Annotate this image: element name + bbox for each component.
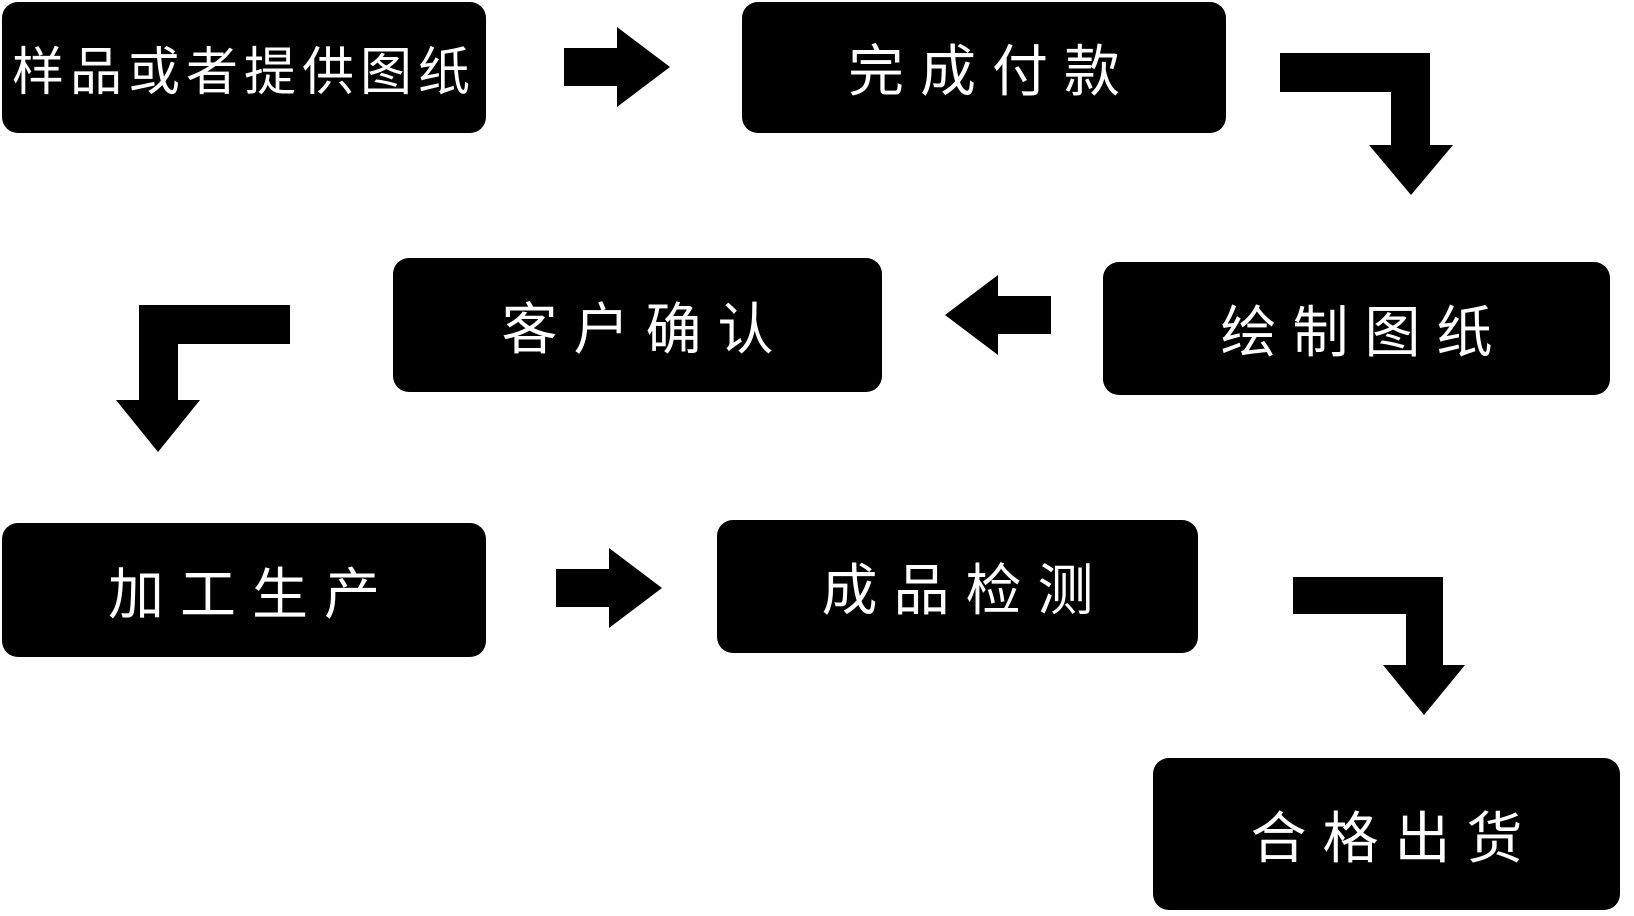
node-label: 客户确认	[501, 297, 790, 361]
node-qualified-shipment: 合格出货	[1153, 758, 1620, 910]
node-draw-drawings: 绘制图纸	[1103, 262, 1610, 395]
left-arrow-icon-draw-to-confirm	[945, 275, 1051, 355]
node-label: 样品或者提供图纸	[11, 44, 476, 102]
right-arrow-icon-production-to-inspection	[556, 548, 662, 628]
node-finished-product-inspection: 成品检测	[717, 520, 1198, 653]
node-label: 加工生产	[108, 562, 396, 626]
node-label: 成品检测	[821, 559, 1110, 622]
node-complete-payment: 完成付款	[742, 2, 1226, 133]
node-sample-or-provide-drawings: 样品或者提供图纸	[2, 2, 486, 133]
node-label: 绘制图纸	[1220, 301, 1509, 364]
elbow-down-arrow-icon-confirm-to-production	[116, 305, 290, 452]
node-processing-production: 加工生产	[2, 523, 486, 657]
elbow-down-arrow-icon-inspection-to-shipment	[1293, 577, 1465, 715]
node-customer-confirmation: 客户确认	[393, 258, 882, 392]
elbow-down-arrow-icon-payment-to-draw	[1280, 53, 1453, 195]
right-arrow-icon-sample-to-payment	[564, 27, 670, 107]
node-label: 完成付款	[848, 40, 1136, 103]
node-label: 合格出货	[1250, 806, 1539, 870]
